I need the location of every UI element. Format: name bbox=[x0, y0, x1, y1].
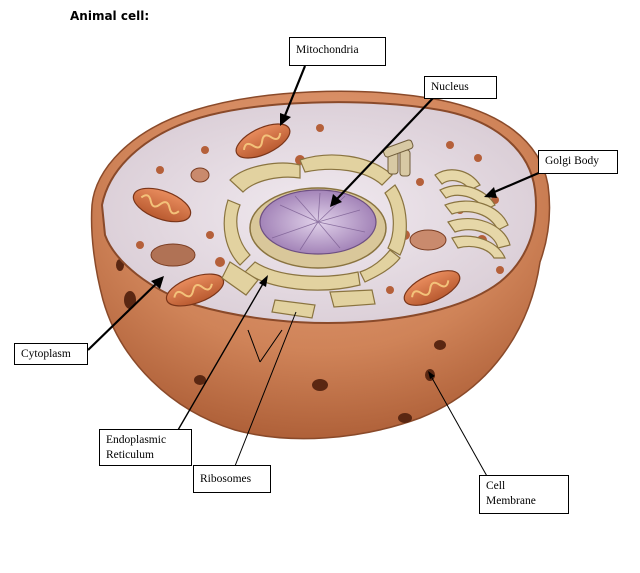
membrane-pointer bbox=[431, 377, 489, 479]
leader-lines bbox=[87, 65, 542, 479]
golgi-pointer bbox=[491, 170, 542, 195]
golgi-arrowhead bbox=[484, 187, 497, 198]
er-arrowhead bbox=[259, 275, 268, 287]
golgi-body-label: Golgi Body bbox=[538, 150, 618, 174]
ribosomes-pointer bbox=[234, 311, 297, 467]
nucleus bbox=[249, 187, 387, 269]
nucleus-label: Nucleus bbox=[424, 76, 497, 99]
cytoplasm-arrowhead bbox=[151, 276, 164, 289]
er-label-line2: Reticulum bbox=[106, 449, 154, 461]
mitochondria-pointer bbox=[282, 65, 307, 119]
mitochondrion bbox=[132, 187, 192, 223]
er-label-line1: Endoplasmic bbox=[106, 434, 167, 446]
membrane-label-line2: Membrane bbox=[486, 495, 536, 507]
nucleus-pointer bbox=[335, 95, 436, 201]
vesicle bbox=[409, 229, 447, 251]
nucleus-arrowhead bbox=[330, 194, 342, 207]
endoplasmic-reticulum-label: Endoplasmic Reticulum bbox=[99, 429, 192, 466]
membrane-arrowhead bbox=[428, 371, 435, 379]
mitochondria-arrowhead bbox=[280, 113, 291, 126]
golgi-body bbox=[434, 169, 511, 259]
vesicle bbox=[150, 243, 196, 267]
cell-membrane-label: Cell Membrane bbox=[479, 475, 569, 514]
mitochondria-label: Mitochondria bbox=[289, 37, 386, 66]
cytoplasm-pointer bbox=[87, 281, 159, 351]
mitochondrion bbox=[165, 273, 225, 307]
centrioles bbox=[382, 139, 414, 177]
cytoplasm-label: Cytoplasm bbox=[14, 343, 88, 365]
ribosomes-pointer-b bbox=[259, 329, 283, 363]
endoplasmic-reticulum bbox=[221, 154, 407, 319]
er-pointer bbox=[177, 281, 265, 431]
vesicle bbox=[190, 167, 210, 183]
ribosomes-pointer-a bbox=[247, 329, 261, 363]
membrane-label-line1: Cell bbox=[486, 480, 506, 492]
ribosomes-label: Ribosomes bbox=[193, 465, 271, 493]
mitochondrion bbox=[403, 270, 461, 306]
page-title: Animal cell: bbox=[70, 9, 150, 23]
mitochondrion bbox=[235, 123, 291, 159]
